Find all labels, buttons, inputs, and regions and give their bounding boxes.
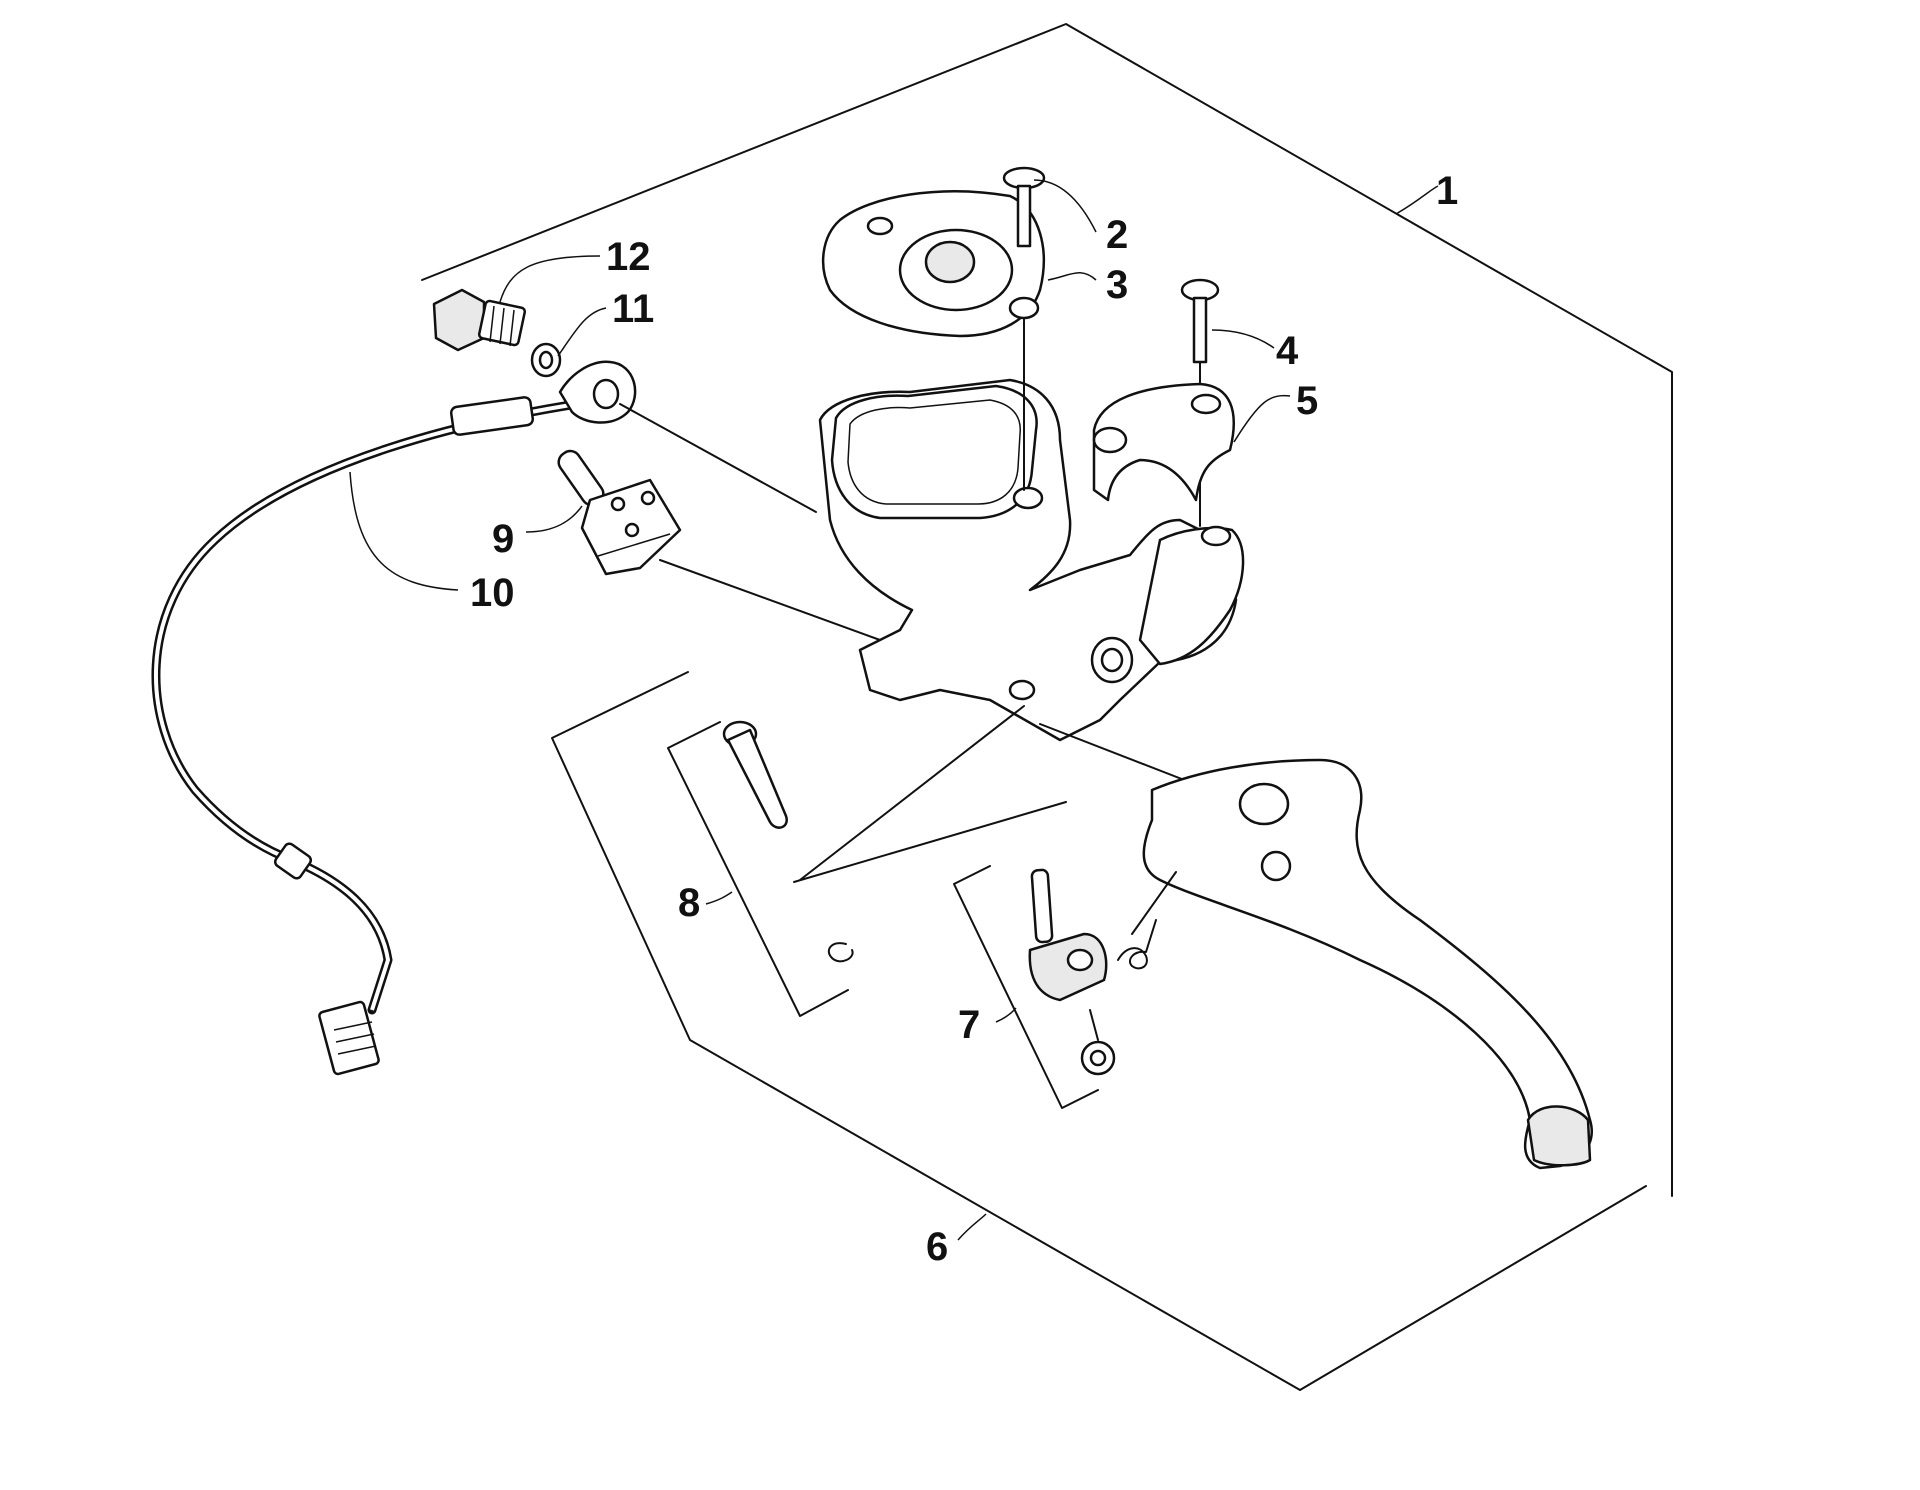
callout-3: 3 [1106, 263, 1128, 307]
assembly-boundary [421, 23, 1673, 1197]
clamp-upper-bore [1092, 426, 1128, 454]
pivot-pin-group-boundary [667, 721, 849, 1017]
callout-5: 5 [1296, 379, 1318, 423]
callout-7: 7 [958, 1003, 980, 1047]
return-spring [1117, 919, 1157, 970]
hose-thread-2 [335, 1033, 375, 1043]
hose-thread-1 [333, 1021, 373, 1031]
mounting-hole [1008, 679, 1036, 701]
callout-10: 10 [470, 571, 515, 615]
callout-9: 9 [492, 517, 514, 561]
bolt-thread-3 [509, 309, 515, 347]
e-clip [827, 942, 854, 963]
leader-8 [705, 891, 733, 905]
hose-sleeve-upper [449, 396, 535, 436]
banjo-hole [592, 378, 620, 410]
brake-lever [1142, 758, 1593, 1170]
crush-washer-hole [538, 350, 554, 370]
pin-axis-line [799, 705, 1025, 881]
reservior-inner [847, 399, 1021, 505]
pivot-boss-hole [1100, 647, 1124, 673]
lock-washer-hole [1089, 1049, 1107, 1067]
switch-terminal-2 [640, 490, 656, 506]
hose-thread-3 [337, 1045, 377, 1055]
callout-1: 1 [1436, 169, 1458, 213]
clamp-screw-shank [1192, 296, 1208, 364]
banjo-bolt-head [432, 288, 486, 352]
lever-tip [1526, 1105, 1592, 1167]
switch-terminal-3 [624, 522, 640, 538]
clamp-upper-hole [1190, 393, 1222, 415]
clamp-lower-half [1138, 526, 1245, 666]
adjuster-group-boundary [953, 865, 1099, 1109]
pivot-pin-group-boundary-top [793, 801, 1067, 883]
callout-6: 6 [926, 1225, 948, 1269]
washer-axis-line [1089, 1009, 1099, 1041]
leader-1 [1395, 185, 1439, 215]
bolt-thread-1 [489, 305, 495, 343]
switch-axis-line [659, 559, 881, 641]
hose-sleeve-lower [273, 842, 313, 880]
callout-2: 2 [1106, 213, 1128, 257]
adjuster-hole [1066, 948, 1094, 972]
adjuster-pin [1030, 868, 1054, 944]
brake-hose-inner [154, 400, 591, 1011]
reservoir-screw-hole [1012, 486, 1044, 510]
leader-10 [349, 471, 459, 591]
callout-12: 12 [606, 235, 651, 279]
reservoir-cover-cap [924, 240, 976, 284]
brake-switch-edge [597, 533, 671, 557]
callout-11: 11 [612, 287, 654, 331]
bolt-thread-2 [499, 307, 505, 345]
assembly-boundary-bottom [1299, 1185, 1647, 1391]
leader-9 [525, 505, 583, 533]
adjuster-block [1028, 932, 1108, 1002]
lever-brand-logo [1260, 850, 1292, 882]
callout-8: 8 [678, 881, 700, 925]
leader-4 [1211, 329, 1275, 349]
switch-terminal-1 [610, 496, 626, 512]
reservior-opening [830, 384, 1038, 520]
hose-end-fitting [318, 1000, 380, 1076]
hose-axis-line [619, 403, 817, 513]
leader-7 [995, 1007, 1017, 1023]
clamp-lower-hole [1200, 525, 1232, 547]
cover-screw-shank [1016, 184, 1032, 248]
leader-2 [1033, 179, 1097, 233]
leader-6 [957, 1213, 987, 1241]
cover-hole-left [866, 216, 894, 236]
cover-hole-right [1008, 296, 1040, 320]
leader-3 [1047, 272, 1097, 281]
leader-5 [1233, 394, 1291, 443]
lever-pivot-hole [1238, 782, 1290, 826]
leader-11 [557, 307, 607, 357]
callout-4: 4 [1276, 329, 1299, 373]
leader-12 [499, 255, 601, 303]
pivot-pin-shank [726, 728, 788, 829]
lever-subassembly-boundary [551, 671, 1301, 1391]
adjuster-axis-line [1131, 871, 1177, 935]
